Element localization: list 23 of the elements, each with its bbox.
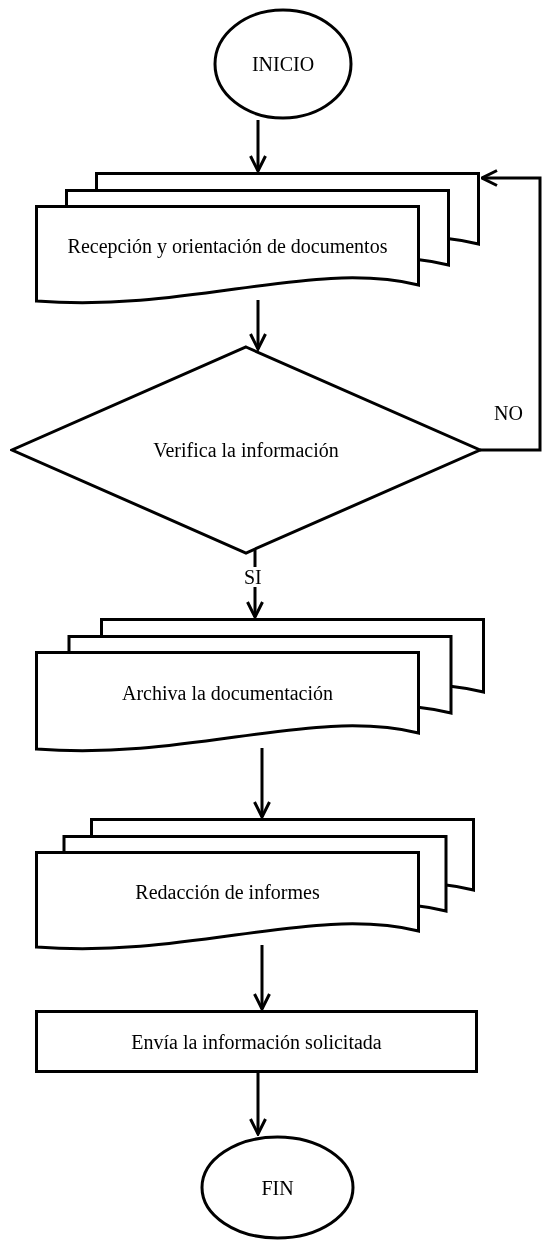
node-text: FIN: [261, 1175, 294, 1201]
arrow: [246, 550, 264, 619]
multi-document-shape: [35, 172, 480, 307]
node-text: INICIO: [251, 52, 315, 77]
node-text: Redacción de informes: [135, 880, 320, 905]
multi-document-shape: [35, 818, 475, 953]
edge-label: SI: [244, 567, 262, 587]
node-text: Verifica la información: [153, 438, 339, 463]
arrow: [249, 1073, 267, 1136]
arrow: [249, 120, 267, 173]
process-box: [35, 1010, 478, 1073]
node-text: Archiva la documentación: [122, 681, 333, 706]
decision-diamond: [10, 345, 482, 555]
terminal-ellipse: [213, 8, 353, 120]
node-text: Envía la información solicitada: [131, 1029, 382, 1055]
arrow: [249, 300, 267, 351]
node-text: Recepción y orientación de documentos: [67, 234, 388, 260]
multi-document-shape: [35, 618, 485, 755]
edge-label: NO: [494, 403, 523, 423]
arrow: [480, 169, 542, 452]
terminal-ellipse: [200, 1135, 355, 1240]
arrow: [253, 748, 271, 819]
arrow: [253, 945, 271, 1011]
